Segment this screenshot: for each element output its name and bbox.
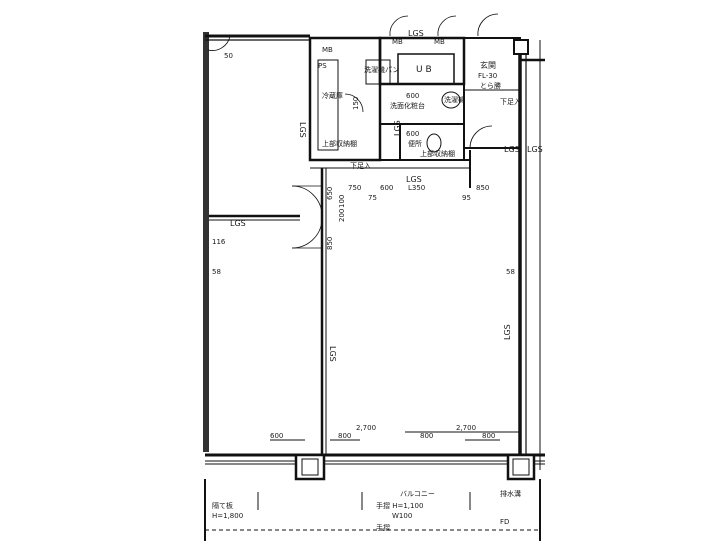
lgs-label-2: LGS	[298, 122, 307, 138]
dim-95: 95	[462, 194, 471, 202]
lgs-label-3: LGS	[406, 175, 422, 184]
walls	[203, 13, 545, 541]
mb-label-3: MB	[322, 46, 333, 54]
dim-2700b: 2,700	[456, 424, 476, 432]
lgs-label-8: LGS	[393, 120, 402, 136]
dim-58a: 58	[212, 268, 221, 276]
washer-pan-label: 洗濯機パン	[364, 65, 399, 74]
vanity-label: 洗面化粧台	[390, 101, 425, 110]
dim-200: 200	[338, 209, 346, 222]
fridge-label: 冷蔵庫	[322, 91, 343, 100]
dim-650: 650	[326, 187, 334, 200]
mb-label-1: MB	[392, 38, 403, 46]
outer-wall-left	[203, 32, 209, 452]
partition-height: H=1,800	[212, 512, 243, 520]
partition-label: 隔て板	[212, 501, 233, 510]
dim-116: 116	[212, 238, 226, 246]
dim-100: 100	[338, 195, 346, 208]
upper-storage-label-2: 上部収納棚	[322, 139, 357, 148]
ps-label: PS	[318, 62, 327, 70]
railing-height: 手摺 H=1,100	[376, 501, 423, 510]
lgs-label-4: LGS	[328, 346, 337, 362]
dim-600d: 600	[270, 432, 283, 440]
dim-58b: 58	[506, 268, 515, 276]
toilet-label: 便所	[408, 139, 422, 148]
dim-600c: 600	[406, 130, 419, 138]
balcony-label: バルコニー	[400, 490, 435, 498]
toilet-bowl	[426, 133, 442, 153]
dim-750: 750	[348, 184, 361, 192]
lgs-label-5: LGS	[408, 29, 424, 38]
entrance-level: FL-30	[478, 72, 497, 80]
dim-1350: L350	[408, 184, 425, 192]
dim-800a: 800	[338, 432, 351, 440]
bath-label: U B	[416, 65, 432, 75]
railing-width: W100	[392, 512, 412, 520]
dim-850a: 850	[476, 184, 489, 192]
lgs-label-6: LGS	[504, 145, 520, 154]
lgs-label-1: LGS	[230, 219, 246, 228]
wash-basin	[441, 91, 461, 109]
lgs-label-7: LGS	[527, 145, 543, 154]
labels: MB MB MB PS U B 玄関 FL-30 洗濯機パン 洗面化粧台 便所 …	[212, 29, 543, 532]
dim-800b: 800	[420, 432, 433, 440]
drain-label: 排水溝	[500, 489, 521, 498]
dim-600a: 600	[380, 184, 393, 192]
washer-label: 洗濯機	[444, 95, 465, 104]
dim-850b: 850	[326, 237, 334, 250]
storage-note: 下足入	[500, 98, 521, 106]
dim-2700a: 2,700	[356, 424, 376, 432]
lgs-label-9: LGS	[503, 324, 512, 340]
closet-label: 下足入	[350, 162, 371, 170]
pillar-note: とら勝	[480, 81, 501, 90]
dim-800c: 800	[482, 432, 495, 440]
upper-storage-label: 上部収納棚	[420, 149, 455, 158]
fd-label: FD	[500, 518, 509, 526]
dim-150: 150	[352, 97, 360, 110]
dim-75: 75	[368, 194, 377, 202]
dim-50: 50	[224, 52, 233, 60]
entrance-label: 玄関	[480, 60, 496, 70]
dim-600b: 600	[406, 92, 419, 100]
railing-note: 手摺	[376, 523, 390, 532]
mb-label-2: MB	[434, 38, 445, 46]
